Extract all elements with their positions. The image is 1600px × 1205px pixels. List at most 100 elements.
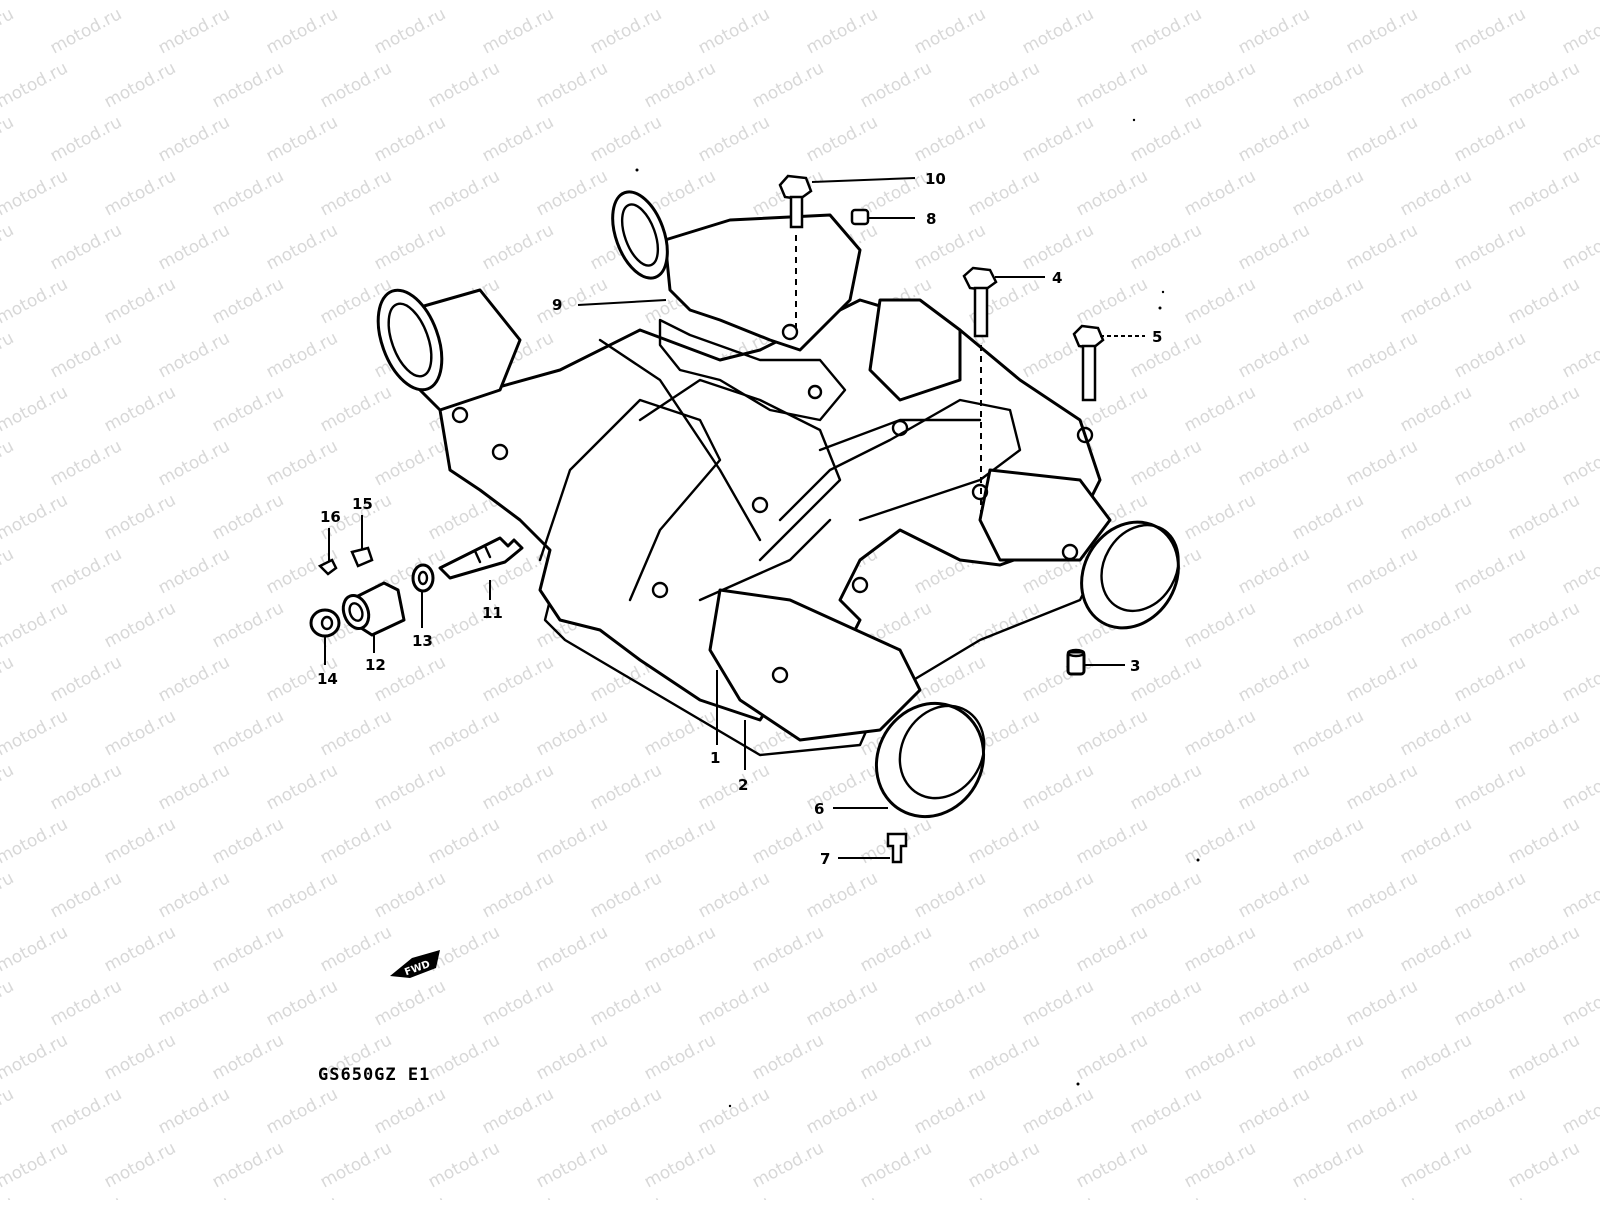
watermark-text: motod.ru [101, 382, 179, 436]
watermark-text: motod.ru [1505, 58, 1583, 112]
watermark-text: motod.ru [371, 1084, 449, 1138]
watermark-text: motod.ru [1235, 112, 1313, 166]
watermark-text: motod.ru [1559, 544, 1600, 598]
watermark-text: motod.ru [209, 598, 287, 652]
watermark-text: motod.ru [695, 4, 773, 58]
watermark-text: motod.ru [263, 1192, 341, 1200]
watermark-text: motod.ru [47, 112, 125, 166]
watermark-text: motod.ru [1289, 274, 1367, 328]
watermark-text: motod.ru [317, 1138, 395, 1192]
watermark-text: motod.ru [1289, 814, 1367, 868]
watermark-text: motod.ru [965, 1030, 1043, 1084]
watermark-text: motod.ru [911, 4, 989, 58]
watermark-text: motod.ru [1505, 922, 1583, 976]
watermark-text: motod.ru [371, 868, 449, 922]
watermark-text: motod.ru [1559, 976, 1600, 1030]
watermark-text: motod.ru [1343, 220, 1421, 274]
callout-10: 10 [925, 170, 946, 188]
watermark-text: motod.ru [155, 1084, 233, 1138]
watermark-text: motod.ru [1019, 1192, 1097, 1200]
breather-cover-bolt-hole [781, 323, 799, 341]
cover-boss [771, 666, 789, 684]
watermark-text: motod.ru [1289, 922, 1367, 976]
watermark-text: motod.ru [803, 976, 881, 1030]
watermark-text: motod.ru [0, 598, 71, 652]
breather-plug [850, 208, 870, 226]
watermark-text: motod.ru [1505, 166, 1583, 220]
watermark-text: motod.ru [1181, 814, 1259, 868]
watermark-text: motod.ru [1559, 436, 1600, 490]
watermark-text: motod.ru [155, 760, 233, 814]
tachometer-gear-housing [341, 581, 406, 637]
watermark-text: motod.ru [695, 976, 773, 1030]
breather-gasket-hole [807, 384, 823, 400]
watermark-text: motod.ru [911, 1192, 989, 1200]
watermark-text: motod.ru [1397, 706, 1475, 760]
watermark-text: motod.ru [101, 922, 179, 976]
watermark-text: motod.ru [479, 652, 557, 706]
watermark-text: motod.ru [1235, 868, 1313, 922]
watermark-text: motod.ru [1451, 1192, 1529, 1200]
breather-cover-bolt [778, 174, 813, 330]
watermark-text: motod.ru [155, 652, 233, 706]
watermark-text: motod.ru [0, 976, 17, 1030]
watermark-text: motod.ru [317, 706, 395, 760]
watermark-text: motod.ru [1289, 1138, 1367, 1192]
watermark-text: motod.ru [371, 436, 449, 490]
watermark-text: motod.ru [803, 112, 881, 166]
watermark-text: motod.ru [1505, 598, 1583, 652]
breather-cover-plate [663, 213, 862, 352]
tachometer-drive-shaft [438, 536, 524, 580]
watermark-text: motod.ru [209, 0, 287, 4]
watermark-text: motod.ru [1343, 652, 1421, 706]
watermark-text: motod.ru [965, 814, 1043, 868]
watermark-text: motod.ru [0, 274, 71, 328]
watermark-text: motod.ru [1019, 1084, 1097, 1138]
watermark-text: motod.ru [1343, 4, 1421, 58]
watermark-text: motod.ru [425, 58, 503, 112]
watermark-text: motod.ru [1343, 1192, 1421, 1200]
watermark-text: motod.ru [1343, 436, 1421, 490]
watermark-text: motod.ru [587, 976, 665, 1030]
watermark-text: motod.ru [155, 436, 233, 490]
callout-12: 12 [365, 656, 386, 674]
watermark-text: motod.ru [1073, 706, 1151, 760]
watermark-text: motod.ru [1451, 760, 1529, 814]
watermark-text: motod.ru [749, 58, 827, 112]
watermark-text: motod.ru [1235, 220, 1313, 274]
watermark-text: motod.ru [1397, 1030, 1475, 1084]
watermark-text: motod.ru [1505, 1138, 1583, 1192]
watermark-text: motod.ru [803, 4, 881, 58]
watermark-text: motod.ru [1397, 1138, 1475, 1192]
watermark-text: motod.ru [1181, 382, 1259, 436]
watermark-text: motod.ru [0, 0, 71, 4]
dowel-pin [1066, 648, 1086, 676]
watermark-text: motod.ru [101, 490, 179, 544]
watermark-text: motod.ru [587, 1084, 665, 1138]
watermark-text: motod.ru [479, 976, 557, 1030]
watermark-text: motod.ru [1289, 382, 1367, 436]
watermark-text: motod.ru [317, 814, 395, 868]
watermark-text: motod.ru [1397, 0, 1475, 4]
watermark-text: motod.ru [533, 922, 611, 976]
watermark-text: motod.ru [1289, 0, 1367, 4]
watermark-text: motod.ru [1235, 328, 1313, 382]
callout-13: 13 [412, 632, 433, 650]
watermark-text: motod.ru [1181, 0, 1259, 4]
watermark-text: motod.ru [1073, 814, 1151, 868]
watermark-text: motod.ru [371, 112, 449, 166]
watermark-text: motod.ru [641, 706, 719, 760]
watermark-text: motod.ru [479, 4, 557, 58]
watermark-text: motod.ru [425, 922, 503, 976]
watermark-text: motod.ru [1451, 112, 1529, 166]
watermark-text: motod.ru [209, 382, 287, 436]
watermark-text: motod.ru [1559, 1192, 1600, 1200]
watermark-text: motod.ru [1505, 1030, 1583, 1084]
watermark-text: motod.ru [1019, 976, 1097, 1030]
watermark-text: motod.ru [1127, 868, 1205, 922]
watermark-text: motod.ru [209, 706, 287, 760]
watermark-text: motod.ru [155, 328, 233, 382]
watermark-text: motod.ru [641, 922, 719, 976]
